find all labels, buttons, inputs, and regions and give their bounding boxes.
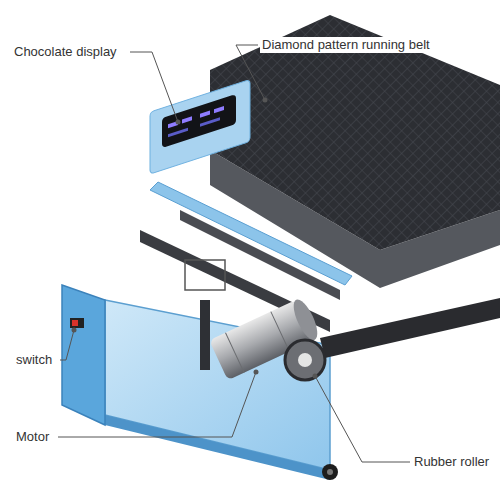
leader-line bbox=[315, 376, 410, 462]
roller-hub bbox=[298, 353, 312, 367]
leader-line bbox=[130, 52, 178, 122]
part-label: Chocolate display bbox=[12, 44, 119, 60]
running-belt bbox=[210, 15, 500, 250]
housing-front-panel bbox=[62, 285, 105, 425]
frame-plate bbox=[185, 260, 225, 290]
display-group bbox=[150, 80, 250, 174]
leader-line bbox=[58, 372, 256, 437]
display-digit bbox=[200, 111, 210, 118]
leader-lines bbox=[58, 45, 410, 462]
motor-ring bbox=[226, 333, 245, 373]
switch-rocker bbox=[72, 320, 78, 326]
part-label: Diamond pattern running belt bbox=[260, 37, 432, 53]
motor-ring bbox=[271, 312, 290, 352]
leader-dot bbox=[263, 98, 268, 103]
part-label: switch bbox=[14, 352, 54, 368]
housing-edge bbox=[105, 415, 330, 480]
switch-body bbox=[70, 318, 84, 328]
leader-dot bbox=[72, 328, 77, 333]
caster-hub bbox=[327, 469, 333, 475]
leader-dots bbox=[72, 98, 318, 379]
part-label: Motor bbox=[14, 429, 51, 445]
display-digit bbox=[182, 116, 192, 123]
display-digit bbox=[200, 117, 220, 126]
frame-bracket bbox=[200, 300, 210, 370]
display-panel bbox=[150, 80, 250, 174]
rubber-roller bbox=[285, 340, 325, 380]
leader-dot bbox=[176, 120, 181, 125]
leader-dot bbox=[313, 374, 318, 379]
display-digit bbox=[214, 106, 224, 113]
motor-end bbox=[289, 296, 322, 343]
display-digit bbox=[168, 128, 188, 137]
display-screen bbox=[162, 94, 236, 148]
side-rail bbox=[320, 298, 500, 358]
leader-line bbox=[236, 45, 265, 100]
part-label: Rubber roller bbox=[412, 454, 491, 470]
leader-dot bbox=[254, 370, 259, 375]
leader-line bbox=[60, 330, 74, 360]
caster-wheel bbox=[322, 464, 338, 480]
